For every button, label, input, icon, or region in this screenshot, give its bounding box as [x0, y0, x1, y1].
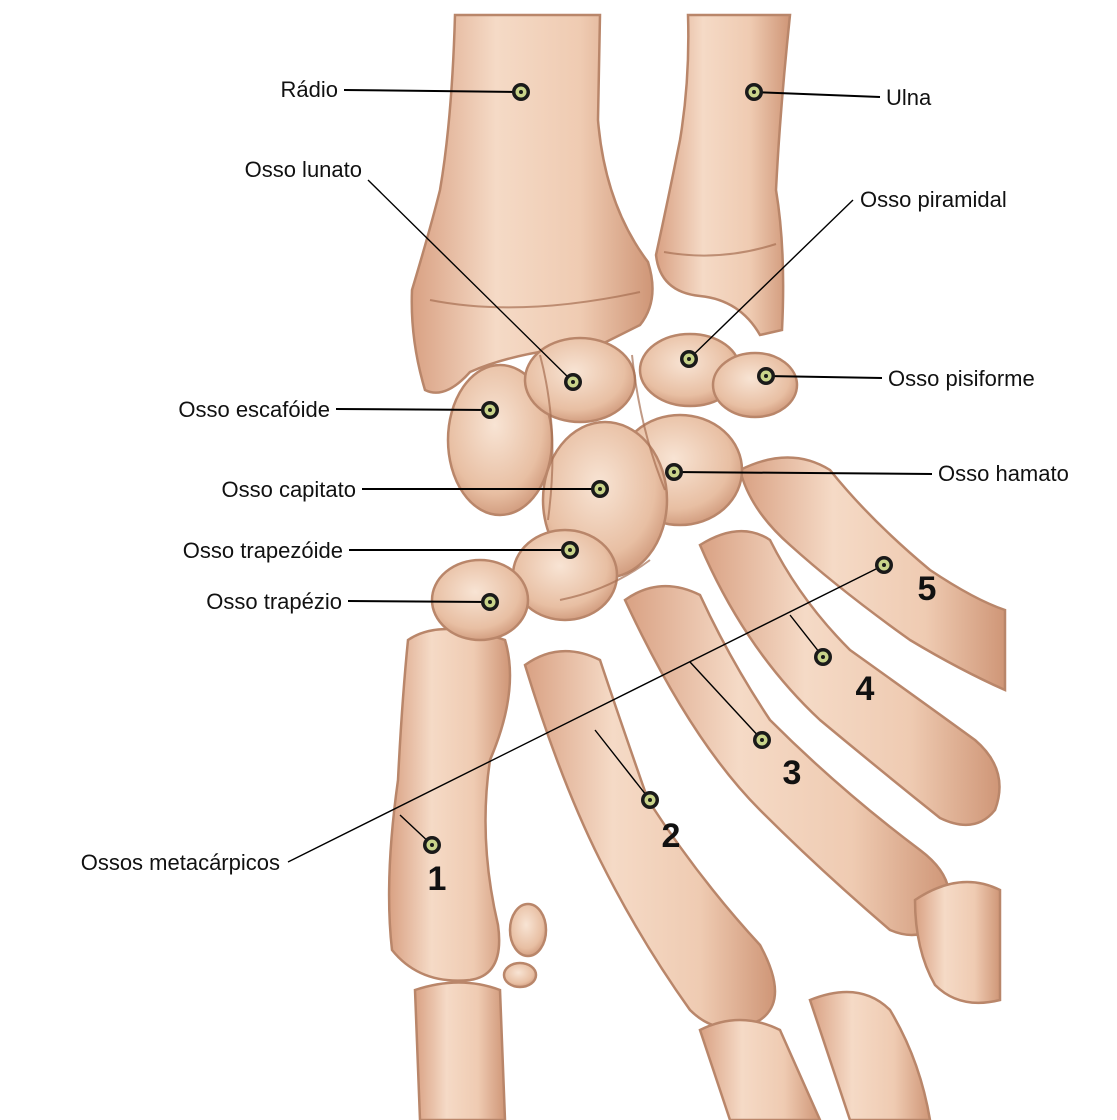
label-ulna: Ulna	[886, 85, 932, 110]
marker-lunato	[564, 373, 582, 391]
marker-ulna	[745, 83, 763, 101]
marker-metacarpal-1	[423, 836, 441, 854]
ulna-bone	[656, 15, 790, 335]
label-trapezoide: Osso trapezóide	[183, 538, 343, 563]
marker-metacarpal-2	[641, 791, 659, 809]
marker-metacarpal-4	[814, 648, 832, 666]
label-pisiforme: Osso pisiforme	[888, 366, 1035, 391]
metacarpal-1	[389, 629, 546, 1120]
marker-radio	[512, 83, 530, 101]
metacarpal-number-5: 5	[918, 570, 937, 608]
radius-bone	[412, 15, 653, 393]
label-radio: Rádio	[281, 77, 338, 102]
marker-metacarpal-3	[753, 731, 771, 749]
pisiform-bone	[713, 353, 797, 417]
marker-piramidal	[680, 350, 698, 368]
label-hamato: Osso hamato	[938, 461, 1069, 486]
metacarpal-number-4: 4	[856, 670, 875, 708]
marker-trapezoide	[561, 541, 579, 559]
marker-escafoide	[481, 401, 499, 419]
label-piramidal: Osso piramidal	[860, 187, 1007, 212]
label-trapezio: Osso trapézio	[206, 589, 342, 614]
trapezium-bone	[432, 560, 528, 640]
marker-hamato	[665, 463, 683, 481]
label-escafoide: Osso escafóide	[178, 397, 330, 422]
marker-capitato	[591, 480, 609, 498]
marker-pisiforme	[757, 367, 775, 385]
label-lunato: Osso lunato	[245, 157, 362, 182]
marker-metacarpal-5	[875, 556, 893, 574]
marker-trapezio	[481, 593, 499, 611]
label-capitato: Osso capitato	[221, 477, 356, 502]
metacarpal-number-3: 3	[783, 754, 802, 792]
label-metacarpicos: Ossos metacárpicos	[81, 850, 280, 875]
metacarpal-number-1: 1	[428, 860, 447, 898]
metacarpal-number-2: 2	[662, 817, 681, 855]
